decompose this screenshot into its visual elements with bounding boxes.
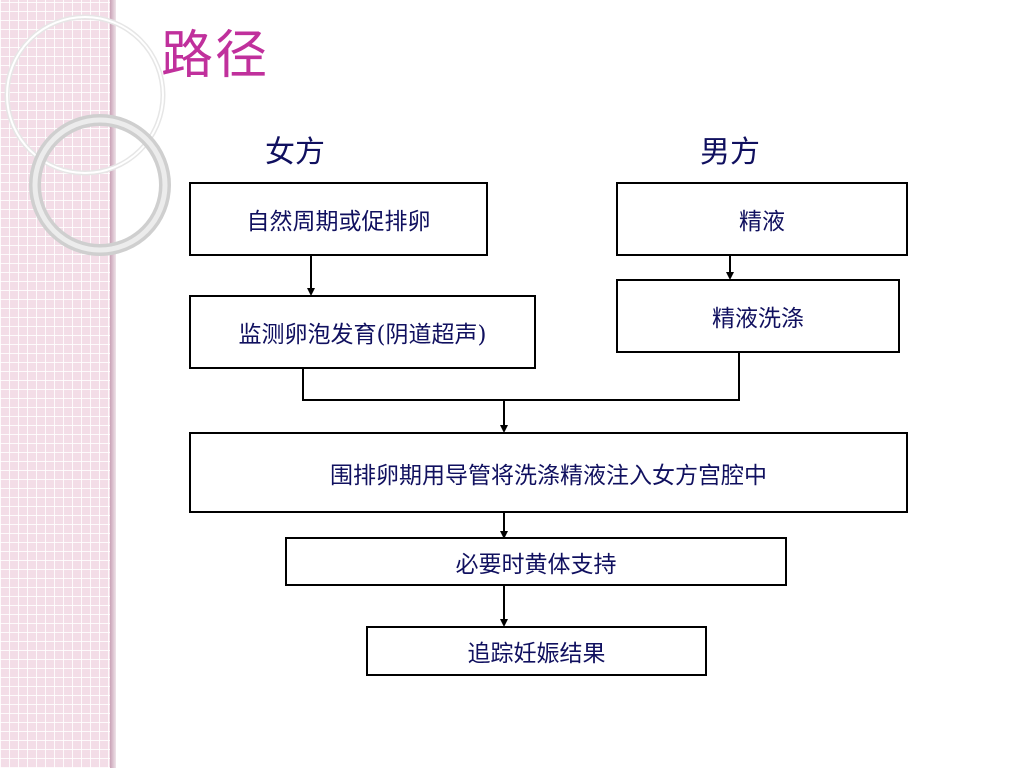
female-column-label: 女方 xyxy=(265,135,325,170)
decorative-side-panel xyxy=(0,0,113,768)
luteal-support-step-text: 必要时黄体支持 xyxy=(455,551,617,578)
lower-ring-highlight xyxy=(32,117,168,253)
male-step-semen-text: 精液 xyxy=(739,209,785,235)
female-step-natural-cycle-box: 自然周期或促排卵 xyxy=(189,182,488,256)
female-step-follicle-monitoring-box: 监测卵泡发育(阴道超声) xyxy=(189,295,536,369)
luteal-support-step-box: 必要时黄体支持 xyxy=(285,537,787,586)
male-step-semen-box: 精液 xyxy=(616,182,908,256)
slide-title: 路径 xyxy=(161,26,270,86)
male-column-label: 男方 xyxy=(700,135,760,170)
merge-connector xyxy=(302,352,740,401)
female-step-follicle-monitoring-text: 监测卵泡发育(阴道超声) xyxy=(238,322,487,348)
pregnancy-followup-step-box: 追踪妊娠结果 xyxy=(366,626,707,676)
insemination-step-box: 围排卵期用导管将洗涤精液注入女方宫腔中 xyxy=(189,432,908,513)
female-step-natural-cycle-text: 自然周期或促排卵 xyxy=(246,209,431,235)
male-step-sperm-washing-text: 精液洗涤 xyxy=(712,306,804,332)
upper-ring-highlight xyxy=(6,16,164,174)
pregnancy-followup-step-text: 追踪妊娠结果 xyxy=(467,641,606,667)
male-step-sperm-washing-box: 精液洗涤 xyxy=(616,279,900,353)
insemination-step-text: 围排卵期用导管将洗涤精液注入女方宫腔中 xyxy=(330,462,767,489)
side-panel-edge xyxy=(110,0,116,768)
